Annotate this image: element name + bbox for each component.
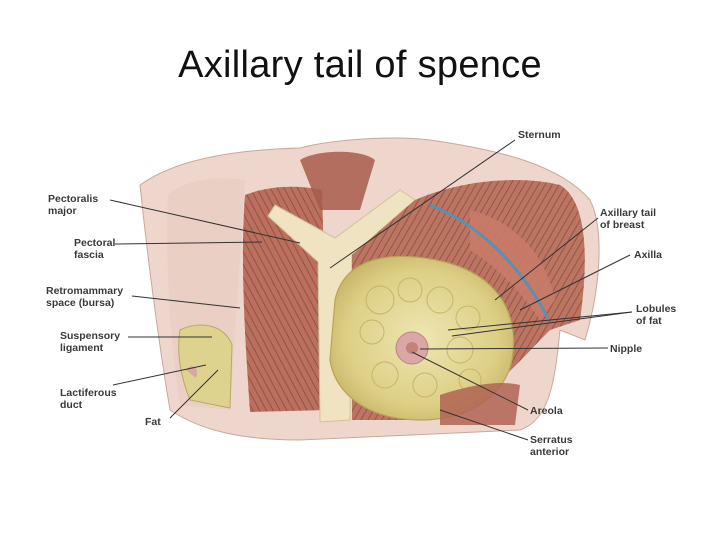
label-axillary-tail-line1: Axillary tail xyxy=(600,207,656,219)
label-lobules-of-fat-line1: Lobules xyxy=(636,303,676,315)
leader-lines xyxy=(109,139,633,441)
label-retromammary-space: Retromammary space (bursa) xyxy=(46,285,126,309)
label-pectoralis-major-line2: major xyxy=(48,205,77,217)
label-areola: Areola xyxy=(530,405,563,417)
label-sternum: Sternum xyxy=(518,129,561,141)
label-retromammary-space-line1: Retromammary xyxy=(46,285,123,297)
label-nipple: Nipple xyxy=(610,343,642,355)
nipple xyxy=(406,342,418,354)
label-serratus-anterior-line1: Serratus xyxy=(530,434,573,446)
axillary-vessel xyxy=(429,203,550,319)
label-fat: Fat xyxy=(145,416,161,428)
label-pectoral-fascia-line2: fascia xyxy=(74,249,104,261)
label-axillary-tail-line2: of breast xyxy=(600,219,645,231)
left-breast-areola xyxy=(186,366,198,378)
label-suspensory-ligament-line2: ligament xyxy=(60,342,104,354)
left-breast-side xyxy=(178,324,233,409)
serratus-anterior-muscle xyxy=(440,383,520,425)
label-axilla: Axilla xyxy=(634,249,662,261)
label-lactiferous-duct: Lactiferous duct xyxy=(60,387,120,411)
label-lobules-of-fat: Lobules of fat xyxy=(636,303,679,327)
label-pectoralis-major-line1: Pectoralis xyxy=(48,193,98,205)
label-serratus-anterior-line2: anterior xyxy=(530,446,569,458)
label-lactiferous-duct-line2: duct xyxy=(60,399,83,411)
label-pectoralis-major: Pectoralis major xyxy=(48,193,101,217)
label-pectoral-fascia-line1: Pectoral xyxy=(74,237,116,249)
label-suspensory-ligament-line1: Suspensory xyxy=(60,330,120,342)
slide-title: Axillary tail of spence xyxy=(178,44,542,86)
label-pectoral-fascia: Pectoral fascia xyxy=(74,237,118,261)
label-retromammary-space-line2: space (bursa) xyxy=(46,297,114,309)
label-lactiferous-duct-line1: Lactiferous xyxy=(60,387,117,399)
label-axillary-tail: Axillary tail of breast xyxy=(600,207,659,231)
label-lobules-of-fat-line2: of fat xyxy=(636,315,662,327)
label-serratus-anterior: Serratus anterior xyxy=(530,434,576,458)
neck-muscles xyxy=(300,151,375,210)
label-suspensory-ligament: Suspensory ligament xyxy=(60,330,123,354)
